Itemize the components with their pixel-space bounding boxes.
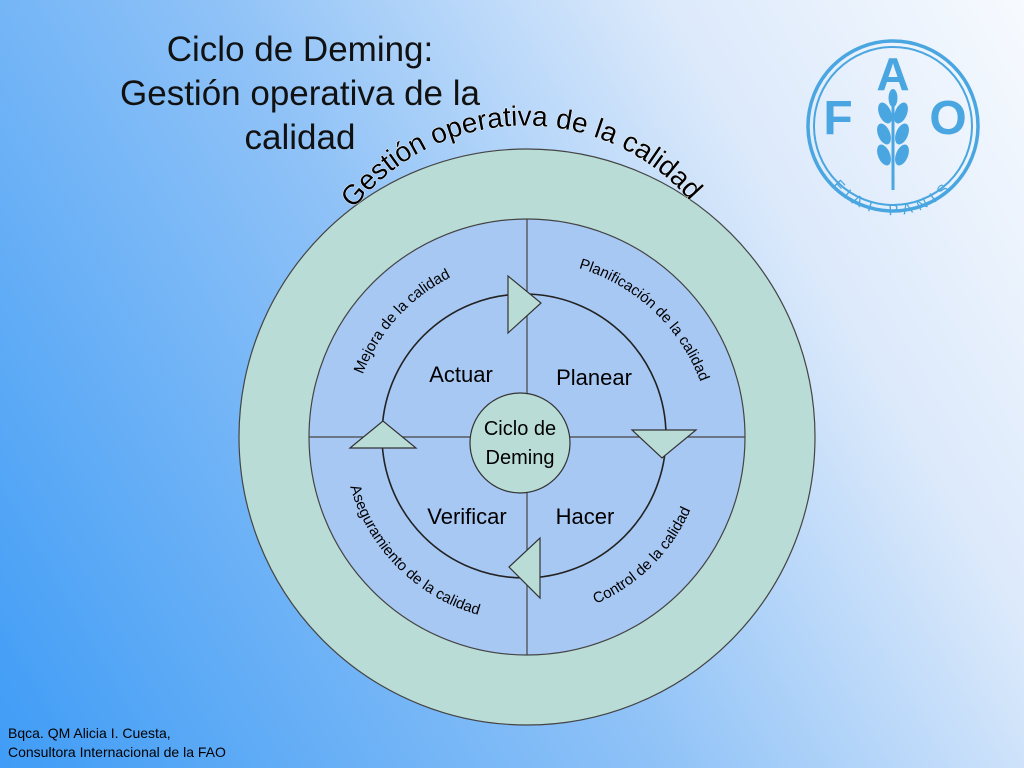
footer-credit: Bqca. QM Alicia I. Cuesta, Consultora In…	[8, 724, 226, 762]
arrow-bottom	[508, 536, 541, 600]
slide-title: Ciclo de Deming: Gestión operativa de la…	[60, 28, 540, 160]
center-disc	[469, 392, 571, 494]
arrow-top	[507, 274, 542, 335]
title-line-2: Gestión operativa de la	[120, 74, 480, 113]
center-label-line-2: Deming	[486, 447, 555, 469]
footer-line-2: Consultora Internacional de la FAO	[8, 744, 226, 760]
quadrant-label-actuar: Actuar	[429, 362, 493, 387]
arrow-right	[630, 429, 698, 459]
title-line-1: Ciclo de Deming:	[166, 30, 434, 69]
logo-letter-f: F	[823, 92, 852, 145]
logo-letter-o: O	[929, 92, 966, 145]
center-label-line-1: Ciclo de	[484, 418, 556, 440]
quadrant-label-hacer: Hacer	[556, 504, 615, 529]
quadrant-label-planear: Planear	[556, 365, 632, 390]
title-line-3: calidad	[244, 118, 356, 157]
fao-logo: F A O FIAT PANIS	[806, 39, 980, 218]
arrow-left	[348, 420, 418, 449]
logo-outer-circle	[806, 39, 980, 213]
quadrant-label-verificar: Verificar	[427, 504, 506, 529]
footer-line-1: Bqca. QM Alicia I. Cuesta,	[8, 725, 171, 741]
logo-inner-circle	[813, 46, 973, 206]
wheat-ear-icon	[877, 89, 909, 190]
